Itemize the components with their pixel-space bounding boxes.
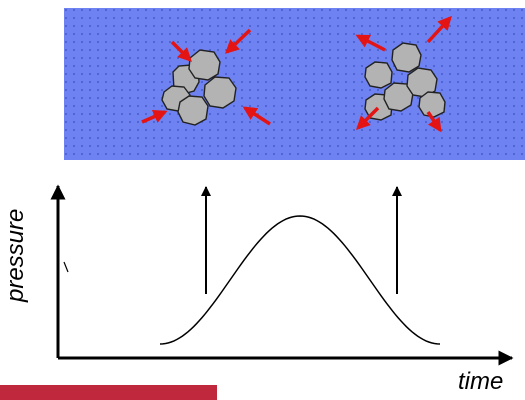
particle — [391, 42, 422, 73]
particle — [406, 67, 438, 98]
particle — [203, 76, 237, 109]
axes — [50, 184, 514, 366]
water-panel — [64, 8, 525, 160]
particle — [383, 82, 414, 112]
y-axis-label: pressure — [2, 208, 29, 302]
particle — [364, 61, 393, 89]
inward-arrow — [170, 40, 192, 62]
inward-arrow — [242, 106, 271, 126]
footer-bar — [0, 385, 217, 400]
particle — [177, 95, 209, 126]
inward-arrow — [224, 28, 252, 54]
axis-mark — [63, 261, 69, 273]
outward-arrow — [426, 111, 442, 133]
particle — [418, 91, 446, 118]
outward-arrow — [356, 106, 380, 130]
water-dot-texture — [64, 8, 525, 160]
pressure-curve — [159, 215, 441, 345]
outward-arrow — [355, 34, 386, 52]
particle — [188, 49, 221, 81]
compressed-particle-cluster — [141, 28, 271, 126]
outward-arrow — [426, 15, 452, 44]
inward-arrow — [141, 110, 168, 124]
x-axis-label: time — [458, 368, 504, 395]
expanded-particle-cluster — [355, 15, 452, 133]
